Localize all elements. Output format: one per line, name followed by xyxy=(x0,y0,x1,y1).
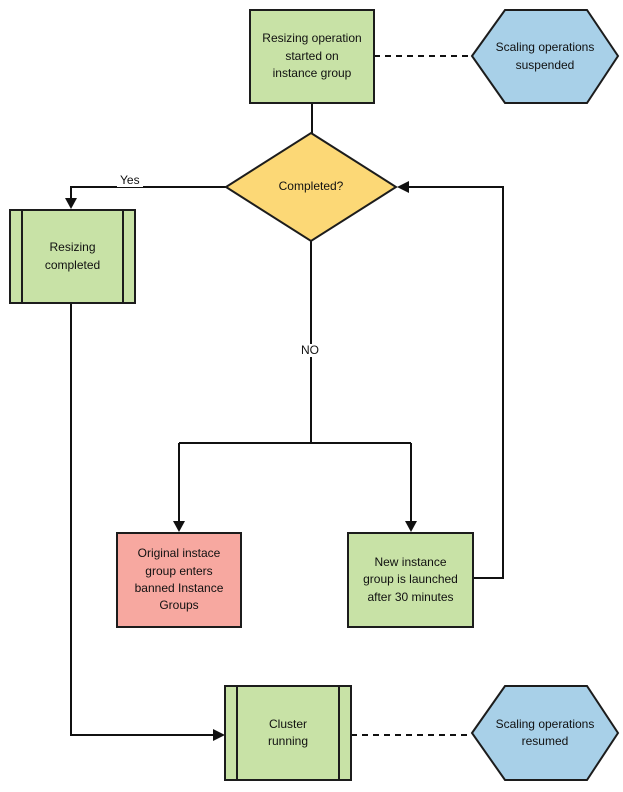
arrowhead-loop-left xyxy=(397,181,409,193)
edge-new-instance-loop xyxy=(407,186,504,579)
arrowhead-banned-down xyxy=(173,521,185,532)
node-completed-decision xyxy=(224,131,398,243)
node-cluster-running xyxy=(224,685,352,781)
node-new-instance xyxy=(347,532,474,628)
node-resizing-completed xyxy=(9,209,136,304)
edge-completed-to-cluster xyxy=(70,303,214,736)
node-scaling-suspended xyxy=(470,9,620,104)
node-banned-group xyxy=(116,532,242,628)
arrowhead-yes-down xyxy=(65,198,77,209)
arrowhead-new-instance-down xyxy=(405,521,417,532)
node-scaling-resumed xyxy=(470,685,620,781)
node-resize-start xyxy=(249,9,375,104)
arrowhead-cluster-right xyxy=(213,729,225,741)
edge-decision-yes xyxy=(70,186,226,200)
